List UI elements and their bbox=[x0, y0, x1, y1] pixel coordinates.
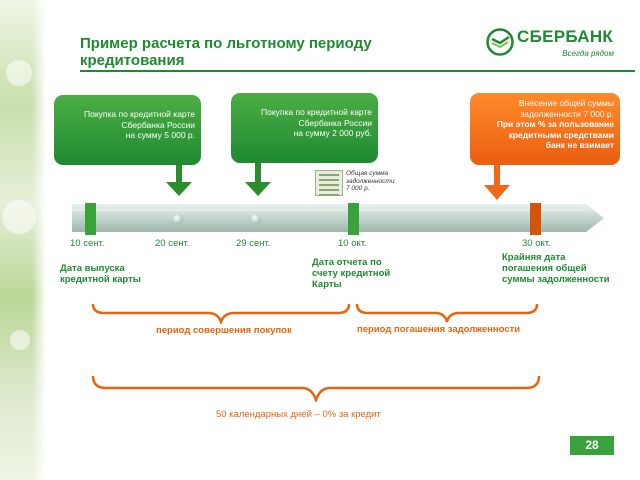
callout-repayment-line: кредитными средствами bbox=[508, 129, 614, 140]
due-date-note-line: Крайняя дата bbox=[502, 252, 566, 263]
logo-tagline: Всегда рядом bbox=[562, 49, 614, 58]
decorative-bokeh bbox=[2, 200, 36, 234]
report-date-note: Дата отчета по счету кредитной Карты bbox=[312, 257, 390, 290]
total-debt-note-line: задолженности bbox=[346, 177, 395, 185]
callout-repayment-line: Внесение общей суммы bbox=[518, 98, 614, 108]
due-date-note-line: погашения общей bbox=[502, 263, 587, 274]
title-underline bbox=[80, 70, 635, 72]
total-debt-note: Общая сумма задолженности 7 000 р. bbox=[346, 170, 414, 193]
timeline-marker-issue bbox=[85, 203, 96, 235]
total-debt-note-line: Общая сумма bbox=[346, 170, 389, 177]
issue-date-note-line: Дата выпуска bbox=[60, 263, 125, 274]
callout-purchase-2-line: Сбербанка России bbox=[298, 117, 372, 128]
timeline-marker-report bbox=[348, 203, 359, 235]
account-statement-icon bbox=[315, 170, 343, 196]
grace-period-label: 50 календарных дней – 0% за кредит bbox=[216, 409, 381, 420]
callout-purchase-1-line: Сбербанка России bbox=[121, 119, 195, 130]
callout-repayment-line: банк не взимает bbox=[545, 140, 614, 150]
sberbank-logo-icon bbox=[486, 28, 514, 56]
callout-purchase-2-line: Покупка по кредитной карте bbox=[260, 107, 372, 117]
arrow-down-icon bbox=[484, 165, 510, 200]
timeline-marker-due bbox=[530, 203, 541, 235]
repayment-period-label: период погашения задолженности bbox=[357, 324, 521, 335]
timeline-bar bbox=[72, 204, 604, 232]
decorative-bokeh bbox=[6, 60, 32, 86]
issue-date-note: Дата выпуска кредитной карты bbox=[60, 263, 141, 285]
callout-purchase-1: Покупка по кредитной карте Сбербанка Рос… bbox=[54, 95, 201, 165]
slide-title: Пример расчета по льготному периоду кред… bbox=[80, 35, 372, 69]
date-label: 10 окт. bbox=[338, 238, 367, 249]
callout-purchase-1-line: на сумму 5 000 р. bbox=[125, 130, 195, 140]
arrow-down-icon bbox=[245, 163, 271, 196]
due-date-note-line: суммы задолженности bbox=[502, 274, 610, 285]
date-label: 30 окт. bbox=[522, 238, 551, 249]
callout-repayment-line: При этом % за пользование bbox=[496, 119, 614, 129]
purchase-period-label: период совершения покупок bbox=[156, 325, 292, 336]
callout-repayment-line: задолженности 7 000 р. bbox=[520, 108, 614, 119]
callout-repayment: Внесение общей суммы задолженности 7 000… bbox=[470, 93, 620, 165]
date-label: 10 сент. bbox=[70, 238, 105, 249]
callout-purchase-1-line: Покупка по кредитной карте bbox=[83, 109, 195, 119]
date-label: 29 сент. bbox=[236, 238, 271, 249]
issue-date-note-line: кредитной карты bbox=[60, 274, 141, 285]
sberbank-logo: СБЕРБАНК Всегда рядом bbox=[486, 26, 620, 62]
timeline-purchase-dot bbox=[251, 214, 261, 224]
purchase-period-brace bbox=[91, 303, 351, 324]
repayment-period-brace bbox=[355, 303, 539, 323]
decorative-bokeh bbox=[10, 330, 30, 350]
page-number: 28 bbox=[570, 436, 614, 455]
report-date-note-line: Карты bbox=[312, 279, 342, 290]
report-date-note-line: Дата отчета по bbox=[312, 257, 382, 268]
total-debt-note-line: 7 000 р. bbox=[346, 185, 370, 192]
arrow-down-icon bbox=[166, 165, 192, 196]
timeline-purchase-dot bbox=[173, 214, 183, 224]
date-label: 20 сент. bbox=[155, 238, 190, 249]
decorative-background-strip bbox=[0, 0, 46, 480]
report-date-note-line: счету кредитной bbox=[312, 268, 391, 279]
logo-name: СБЕРБАНК bbox=[517, 27, 614, 46]
due-date-note: Крайняя дата погашения общей суммы задол… bbox=[502, 252, 610, 285]
callout-purchase-2-line: на сумму 2 000 руб. bbox=[293, 128, 372, 138]
grace-period-brace bbox=[91, 375, 541, 402]
callout-purchase-2: Покупка по кредитной карте Сбербанка Рос… bbox=[231, 93, 378, 163]
